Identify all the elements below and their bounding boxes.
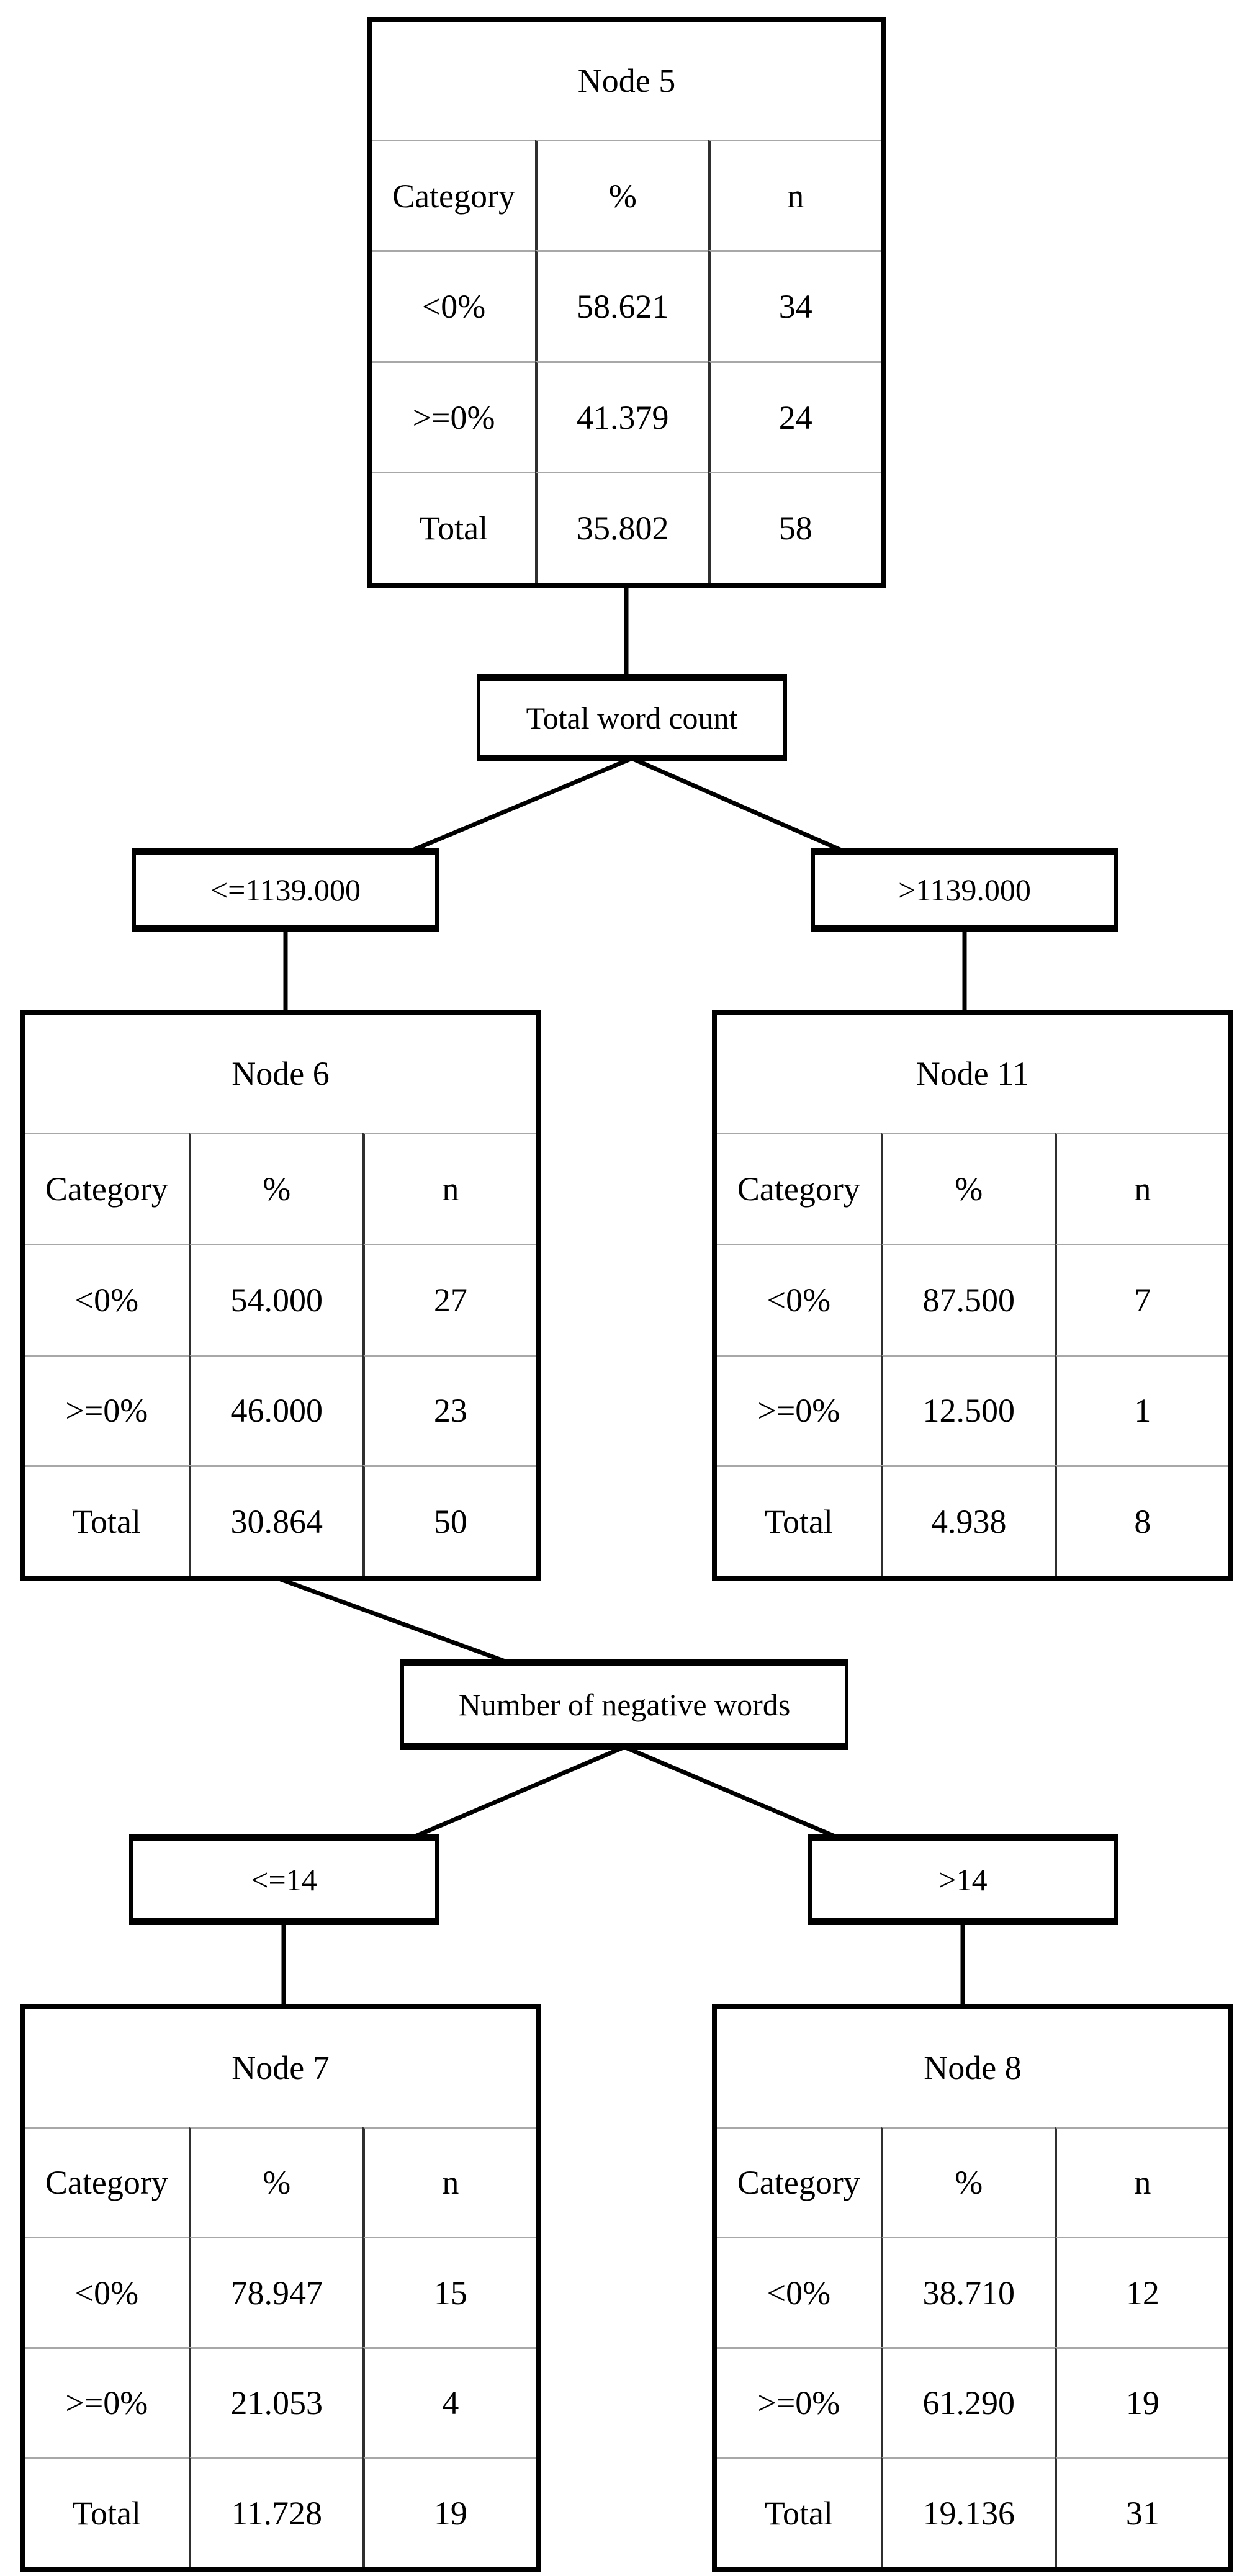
node6-row3-category: Total — [25, 1465, 189, 1576]
node11-col-header-category: Category — [717, 1133, 881, 1244]
edge-split2-right — [624, 1745, 840, 1841]
node7-row3-n: 19 — [362, 2457, 536, 2567]
node11-row3-percent: 4.938 — [880, 1465, 1055, 1576]
node8-row3-percent: 19.136 — [880, 2457, 1055, 2567]
node11-row1-category: <0% — [717, 1243, 881, 1355]
node11-row1-percent: 87.500 — [880, 1243, 1055, 1355]
node7-row2-category: >=0% — [25, 2346, 189, 2457]
node6-row1-percent: 54.000 — [188, 1243, 362, 1355]
node5-table: Node 5 Category % n <0% 58.621 34 >=0% 4… — [367, 17, 886, 588]
node7-row2-percent: 21.053 — [188, 2346, 362, 2457]
node7-col-header-n: n — [362, 2126, 536, 2237]
node11-title: Node 11 — [916, 1055, 1030, 1093]
node7-row1-category: <0% — [25, 2237, 189, 2347]
node7-row3-percent: 11.728 — [188, 2457, 362, 2567]
node5-row3-category: Total — [372, 472, 536, 583]
split2-right-condition-label: >14 — [938, 1862, 988, 1897]
node6-table: Node 6 Category % n <0% 54.000 27 >=0% 4… — [20, 1010, 541, 1581]
node5-row2-category: >=0% — [372, 361, 536, 472]
node8-row3-category: Total — [717, 2457, 881, 2567]
node8-row1-category: <0% — [717, 2237, 881, 2347]
node7-col-header-percent: % — [188, 2126, 362, 2237]
edge-split1-right — [632, 756, 845, 854]
split1-left-condition-label: <=1139.000 — [210, 873, 361, 907]
node6-row1-n: 27 — [362, 1243, 536, 1355]
node7-title: Node 7 — [232, 2049, 330, 2087]
split1-right-condition-box: >1139.000 — [811, 848, 1118, 932]
node8-col-header-n: n — [1054, 2126, 1228, 2237]
node11-row2-percent: 12.500 — [880, 1354, 1055, 1466]
node7-col-header-category: Category — [25, 2126, 189, 2237]
node5-row2-percent: 41.379 — [535, 361, 708, 472]
node5-row3-percent: 35.802 — [535, 472, 708, 583]
node5-title: Node 5 — [577, 61, 676, 99]
node6-col-header-percent: % — [188, 1133, 362, 1244]
node6-title: Node 6 — [232, 1055, 330, 1093]
node5-row1-percent: 58.621 — [535, 250, 708, 361]
node6-col-header-category: Category — [25, 1133, 189, 1244]
node8-row3-n: 31 — [1054, 2457, 1228, 2567]
node11-col-header-percent: % — [880, 1133, 1055, 1244]
split2-left-condition-label: <=14 — [251, 1862, 317, 1897]
node11-table: Node 11 Category % n <0% 87.500 7 >=0% 1… — [712, 1010, 1233, 1581]
edge-split2-left — [410, 1745, 624, 1841]
node6-row3-n: 50 — [362, 1465, 536, 1576]
node11-row3-n: 8 — [1054, 1465, 1228, 1576]
split1-left-condition-box: <=1139.000 — [132, 848, 439, 932]
node6-row1-category: <0% — [25, 1243, 189, 1355]
split2-variable-label: Number of negative words — [458, 1687, 791, 1722]
node8-row2-category: >=0% — [717, 2346, 881, 2457]
node6-row2-n: 23 — [362, 1354, 536, 1466]
node6-row2-category: >=0% — [25, 1354, 189, 1466]
node7-row1-percent: 78.947 — [188, 2237, 362, 2347]
node11-row1-n: 7 — [1054, 1243, 1228, 1355]
node6-row3-percent: 30.864 — [188, 1465, 362, 1576]
node7-row2-n: 4 — [362, 2346, 536, 2457]
split1-variable-box: Total word count — [477, 674, 787, 761]
node5-row1-n: 34 — [708, 250, 881, 361]
node6-col-header-n: n — [362, 1133, 536, 1244]
node8-row1-percent: 38.710 — [880, 2237, 1055, 2347]
node8-col-header-category: Category — [717, 2126, 881, 2237]
split2-left-condition-box: <=14 — [129, 1834, 439, 1925]
split2-right-condition-box: >14 — [808, 1834, 1118, 1925]
node8-row2-n: 19 — [1054, 2346, 1228, 2457]
node7-row1-n: 15 — [362, 2237, 536, 2347]
split1-variable-label: Total word count — [526, 700, 738, 735]
split2-variable-box: Number of negative words — [400, 1659, 848, 1750]
node5-row3-n: 58 — [708, 472, 881, 583]
node11-row2-category: >=0% — [717, 1354, 881, 1466]
node6-row2-percent: 46.000 — [188, 1354, 362, 1466]
edge-split1-left — [408, 756, 632, 854]
node11-row3-category: Total — [717, 1465, 881, 1576]
node7-row3-category: Total — [25, 2457, 189, 2567]
node8-title: Node 8 — [924, 2049, 1022, 2087]
node8-row1-n: 12 — [1054, 2237, 1228, 2347]
node5-row1-category: <0% — [372, 250, 536, 361]
split1-right-condition-label: >1139.000 — [898, 873, 1031, 907]
node11-row2-n: 1 — [1054, 1354, 1228, 1466]
node5-col-header-n: n — [708, 139, 881, 251]
edge-node6-split2 — [279, 1577, 511, 1666]
node5-row2-n: 24 — [708, 361, 881, 472]
node5-col-header-percent: % — [535, 139, 708, 251]
node7-table: Node 7 Category % n <0% 78.947 15 >=0% 2… — [20, 2004, 541, 2572]
node11-col-header-n: n — [1054, 1133, 1228, 1244]
node8-row2-percent: 61.290 — [880, 2346, 1055, 2457]
node8-col-header-percent: % — [880, 2126, 1055, 2237]
node8-table: Node 8 Category % n <0% 38.710 12 >=0% 6… — [712, 2004, 1233, 2572]
node5-col-header-category: Category — [372, 139, 536, 251]
